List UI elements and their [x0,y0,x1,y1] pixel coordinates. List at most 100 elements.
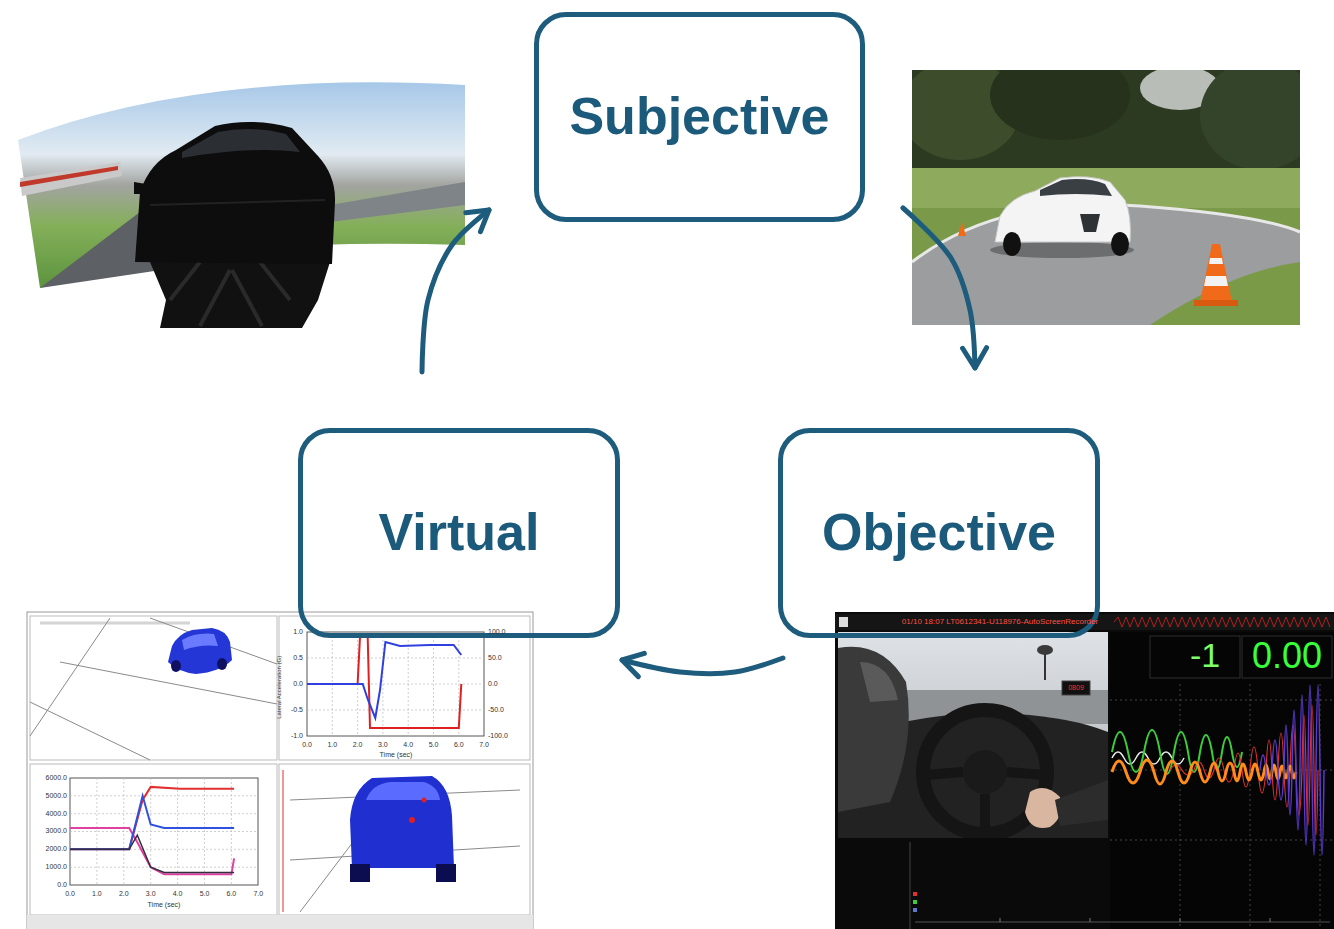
simulator-illustration-part [134,182,148,194]
track-photo-part [1200,70,1300,170]
simulation-screenshot-part [27,612,533,929]
data-acquisition-screenshot-part [835,614,1334,630]
axis-tick: 5.0 [200,890,210,898]
simulator-illustration-part [170,262,290,326]
simulation-screenshot-part [182,634,218,650]
data-acquisition-screenshot-part [1000,918,1270,922]
data-acquisition-screenshot-part [1260,685,1324,855]
data-acquisition-screenshot-part [913,892,917,896]
simulation-screenshot-part [30,618,277,760]
axis-tick: 0.0 [65,890,75,898]
simulation-screenshot-part [422,798,427,803]
data-acquisition-screenshot-part [963,750,1007,794]
simulation-screenshot-part [30,616,277,760]
simulation-screenshot-part [350,776,454,868]
track-photo-part [1080,214,1100,232]
axis-tick: 0.0 [293,680,303,688]
simulation-screenshot-part [307,632,484,736]
axis-tick: 2000.0 [46,845,67,853]
stage-box: Subjective [534,12,865,222]
simulation-screenshot-part [279,764,530,915]
simulation-screenshot-part [168,628,232,674]
box-label: Objective [822,503,1056,563]
simulation-screenshot-part [70,796,234,850]
simulator-illustration-part [150,262,330,328]
axis-tick: -100.0 [488,732,508,740]
axis-tick: 7.0 [253,890,263,898]
screen-header: 01/10 18:07 LT0612341-U118976-AutoScreen… [902,618,1098,627]
axis-tick: 0.0 [57,881,67,889]
axis-tick: 1.0 [327,741,337,749]
data-acquisition-screenshot-part [1110,684,1334,929]
data-acquisition-screenshot-part [1150,636,1240,678]
axis-tick: -50.0 [488,706,504,714]
simulator-illustration-part [18,82,465,288]
simulator-illustration-part [20,162,122,196]
axis-tick: 7.0 [479,741,489,749]
axis-tick: 2.0 [353,741,363,749]
simulation-screenshot-part [307,632,484,736]
data-acquisition-screenshot [835,612,1334,929]
simulation-screenshot-part [307,637,461,728]
stage-box: Virtual [298,428,620,638]
track-photo [912,70,1300,325]
axis-tick: -0.5 [291,706,303,714]
box-label: Subjective [569,87,829,147]
axis-title: Lateral Acceleration (G) [276,656,283,719]
axis-tick: 6.0 [454,741,464,749]
simulation-screenshot-part [307,642,461,718]
simulation-screenshot-part [283,770,284,912]
cycle-arrow [903,208,975,368]
data-acquisition-screenshot-part [1062,681,1090,695]
axis-title: Time (sec) [380,751,413,759]
data-acquisition-screenshot-part [838,647,909,812]
simulator-illustration [18,82,465,328]
data-acquisition-screenshot-part [1025,788,1061,828]
axis-tick: 4.0 [173,890,183,898]
simulation-screenshot-part [217,658,227,670]
data-acquisition-screenshot-part [1112,760,1296,784]
simulation-screenshot-part [409,817,415,823]
box-label: Virtual [379,503,540,563]
axis-tick: 0.0 [488,680,498,688]
axis-tick: 4.0 [403,741,413,749]
track-photo-part [995,177,1130,242]
data-acquisition-screenshot-part [835,612,1334,929]
simulator-illustration-part [135,122,335,264]
simulation-screenshot-part [70,787,234,849]
simulation-screenshot-part [27,915,533,929]
readout-value: -1 [1190,637,1220,674]
track-photo-part [1200,244,1232,302]
track-photo-part [1204,258,1228,286]
simulator-illustration-part [330,182,465,222]
axis-tick: 2.0 [119,890,129,898]
cycle-arrow [422,210,489,372]
data-acquisition-screenshot-part [1110,632,1334,929]
axis-tick: 3.0 [146,890,156,898]
track-photo-part [1003,232,1021,256]
track-photo-part [958,222,966,236]
axis-tick: 6.0 [227,890,237,898]
data-acquisition-screenshot-part [925,772,1045,834]
axis-tick: 3000.0 [46,828,67,836]
display-digits: 0809 [1068,684,1084,692]
simulation-screenshot-part [30,764,277,915]
axis-tick: 5000.0 [46,792,67,800]
data-acquisition-screenshot-part [860,662,898,702]
data-acquisition-screenshot-part [1055,780,1108,826]
simulation-screenshot-part [70,828,234,874]
simulator-illustration-part [20,166,118,187]
data-acquisition-screenshot-part [838,632,1108,838]
data-acquisition-screenshot-part [913,900,917,904]
data-acquisition-screenshot-part [1044,652,1046,680]
simulation-screenshot-part [70,778,258,885]
data-acquisition-screenshot-part [838,632,1108,838]
axis-tick: 1.0 [293,628,303,636]
cycle-arrow [622,658,783,674]
track-photo-part [1111,232,1129,256]
axis-tick: 1.0 [92,890,102,898]
axis-tick: 100.0 [488,628,506,636]
axis-tick: 0.5 [293,654,303,662]
axis-tick: -1.0 [291,732,303,740]
